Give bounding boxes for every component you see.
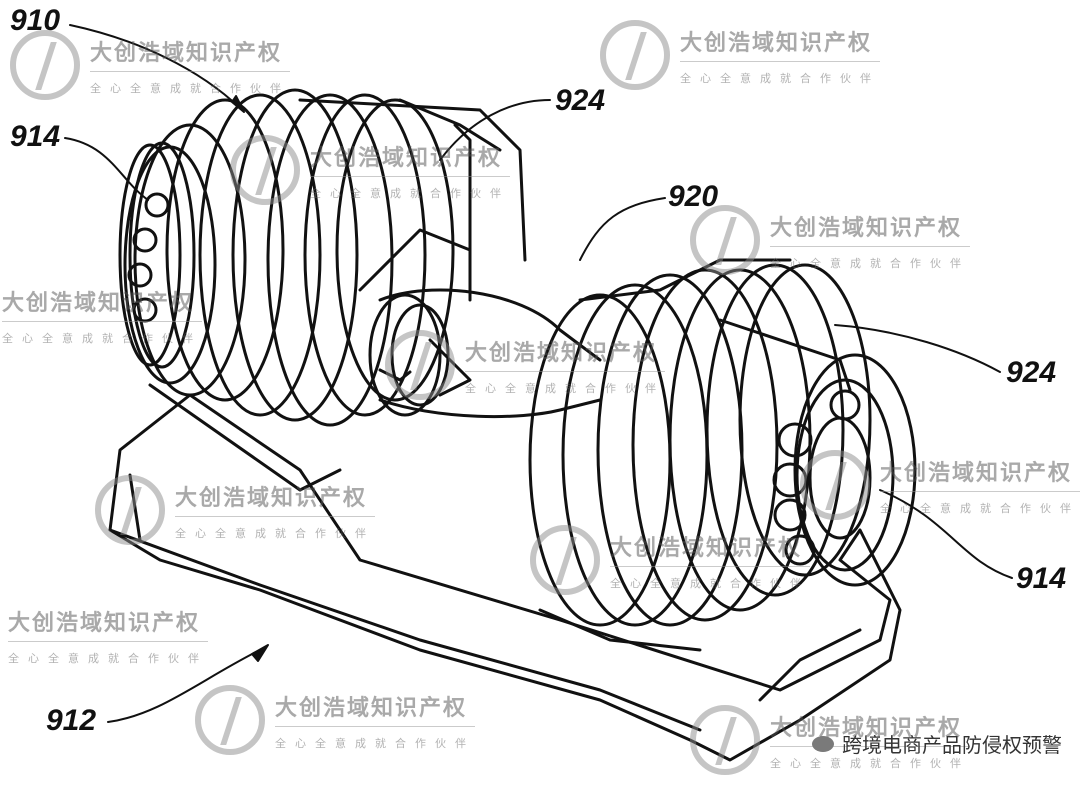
brand-overlay: 跨境电商产品防侵权预警 (812, 729, 1062, 758)
label-912: 912 (46, 704, 97, 737)
wechat-icon (812, 735, 834, 752)
label-914-right: 914 (1016, 562, 1067, 595)
right-plate-stack (528, 258, 872, 652)
label-924-right: 924 (1006, 356, 1057, 389)
label-920: 920 (668, 180, 719, 213)
brand-text: 跨境电商产品防侵权预警 (842, 733, 1062, 757)
handle (358, 228, 602, 419)
label-910: 910 (10, 4, 61, 37)
leader-lines (64, 24, 1013, 723)
label-924-left: 924 (555, 84, 606, 117)
label-914-left: 914 (10, 120, 61, 153)
right-selector-dial (772, 353, 917, 587)
left-selector-dial (118, 141, 196, 369)
base-cradle (108, 393, 902, 762)
